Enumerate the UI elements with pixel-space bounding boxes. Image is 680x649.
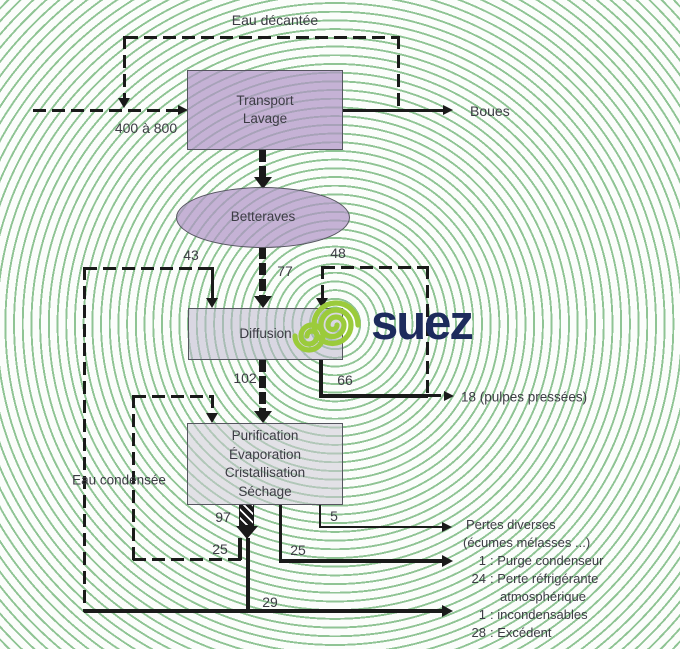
node-transport-line2: Lavage: [242, 111, 288, 126]
node-purification-line4: Séchage: [238, 483, 292, 499]
node-transport-lavage: Transport Lavage: [187, 70, 343, 150]
legend-text-purge: : Purge condenseur: [490, 553, 604, 568]
label-43: 43: [183, 247, 199, 263]
label-97: 97: [215, 509, 231, 525]
flow-arrow-77: [259, 247, 266, 297]
flow-line-29-out: [84, 609, 442, 613]
label-102: 102: [233, 370, 257, 386]
flow-line-25-return-top: [133, 395, 213, 398]
label-48: 48: [330, 245, 346, 261]
arrowhead-down-icon: [316, 298, 328, 308]
legend-perte-refrigerante: 24 : Perte réfrigérante: [460, 570, 603, 588]
label-5: 5: [330, 508, 338, 524]
legend-num-1a: 1: [478, 553, 486, 568]
legend-text-excedent: : Excédent: [490, 625, 552, 640]
suez-logo: [283, 294, 369, 363]
flow-line-48-top: [322, 266, 428, 269]
arrowhead-right-icon: [442, 555, 453, 567]
node-transport-line1: Transport: [236, 92, 294, 108]
label-pulpes-pressees: 18 (pulpes pressées): [461, 389, 588, 405]
arrowhead-right-icon: [442, 605, 453, 617]
flow-bar-25-left: [238, 538, 242, 560]
arrowhead-right-icon: [444, 391, 454, 401]
flow-line-25-out-drop: [279, 505, 282, 561]
flow-line-5-out: [319, 526, 442, 528]
label-input-range: 400 à 800: [114, 120, 178, 136]
flow-arrow-97-hatched: [239, 504, 254, 526]
flow-arrow-102: [259, 360, 266, 412]
flow-line-18-dashed: [428, 394, 444, 397]
flow-bar-29: [246, 538, 250, 611]
flow-line-eau-decantee-top: [125, 36, 400, 39]
node-diffusion-label: Diffusion: [239, 325, 292, 341]
node-purification-line1: Purification: [231, 428, 299, 443]
flow-line-43-drop: [211, 267, 214, 298]
node-purification-line2: Évaporation: [228, 446, 302, 462]
label-25-left: 25: [212, 541, 228, 557]
arrowhead-down-icon: [254, 411, 272, 423]
legend-num-24: 24: [471, 571, 486, 586]
arrowhead-down-icon: [236, 526, 258, 539]
arrowhead-down-icon: [118, 98, 130, 108]
arrowhead-right-icon: [442, 522, 452, 532]
legend-pertes-diverses: Pertes diverses: [466, 517, 556, 532]
label-29: 29: [262, 594, 278, 610]
node-purification: Purification Évaporation Cristallisation…: [187, 423, 343, 505]
flow-line-25-return-bottom: [133, 558, 241, 561]
legend-text-incondensables: : incondensables: [490, 607, 588, 622]
node-betteraves: Betteraves: [176, 187, 350, 248]
arrowhead-right-icon: [178, 105, 188, 115]
flow-line-66-horizontal: [319, 394, 428, 398]
label-eau-decantee: Eau décantée: [231, 12, 319, 28]
flow-line-66-drop: [319, 360, 323, 396]
flow-line-48-right: [426, 266, 429, 397]
legend-text-refrigerante: : Perte réfrigérante: [490, 571, 599, 586]
flow-line-43-top: [84, 267, 213, 270]
flow-line-boues: [343, 109, 443, 112]
flow-line-25-out: [279, 559, 442, 563]
arrowhead-down-icon: [206, 298, 218, 308]
legend-excedent: 28 : Excédent: [460, 624, 603, 642]
flow-line-input: [33, 109, 179, 112]
label-eau-condensee: Eau condensée: [72, 472, 166, 488]
legend-num-1b: 1: [478, 607, 486, 622]
arrowhead-down-icon: [254, 177, 272, 189]
flow-line-eau-decantee-right: [397, 36, 400, 111]
node-purification-line3: Cristallisation: [224, 465, 306, 480]
flow-line-outer-left: [83, 267, 86, 612]
suez-logo-text: suez: [371, 296, 474, 350]
arrowhead-right-icon: [443, 105, 453, 115]
label-77: 77: [277, 263, 293, 279]
flow-line-25-return-left: [132, 395, 135, 561]
outputs-legend: Pertes diverses (écumes mélasses ...) 1:…: [460, 516, 603, 642]
legend-incondensables: 1 : incondensables: [460, 606, 603, 624]
node-betteraves-label: Betteraves: [230, 209, 296, 225]
flow-line-48-left: [321, 266, 324, 298]
legend-purge-condenseur: 1 : Purge condenseur: [460, 552, 604, 570]
label-25-right: 25: [290, 542, 306, 558]
flow-line-25-return-drop: [211, 395, 214, 414]
flow-line-5-drop: [319, 505, 321, 527]
arrowhead-down-icon: [206, 413, 218, 423]
label-boues: Boues: [470, 103, 510, 119]
arrowhead-down-icon: [254, 296, 272, 308]
legend-atmospherique: atmosphérique: [500, 589, 586, 604]
flow-arrow-transport-betteraves: [259, 150, 266, 178]
legend-num-28: 28: [471, 625, 486, 640]
suez-swirl-icon: [292, 300, 361, 353]
label-66: 66: [337, 372, 353, 388]
flow-line-eau-decantee-left: [123, 36, 126, 98]
legend-ecumes-melasses: (écumes mélasses ...): [463, 535, 591, 550]
